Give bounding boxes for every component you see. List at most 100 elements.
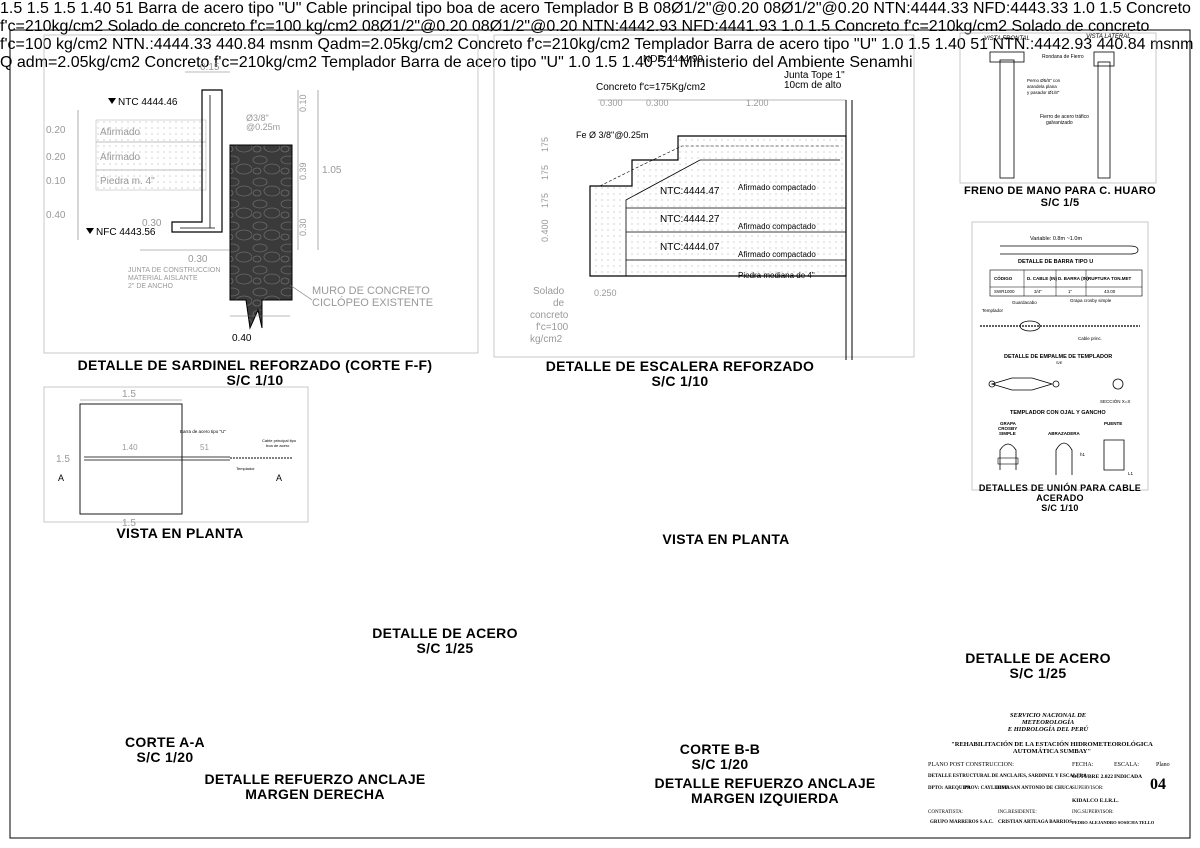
plano-value: DETALLE ESTRUCTURAL DE ANCLAJES, SARDINE…: [928, 774, 1087, 779]
svg-text:Junta Tope 1": Junta Tope 1": [784, 70, 845, 81]
svg-text:0.300: 0.300: [600, 98, 623, 108]
svg-text:Afirmado compactado: Afirmado compactado: [738, 222, 816, 231]
svg-text:Templador: Templador: [236, 466, 255, 471]
svg-text:RUPTURA TON.MET: RUPTURA TON.MET: [1088, 276, 1132, 281]
ing-supervisor-label: ING.SUPERVISOR:: [1072, 810, 1114, 815]
svg-text:Piedra mediana de 4": Piedra mediana de 4": [738, 271, 815, 280]
sardinel-detail: 0.15 0.20 0.20 0.10 0.40 0.30 0.30 0.40 …: [43, 34, 479, 354]
svg-text:Afirmado: Afirmado: [100, 127, 140, 138]
svg-text:1.5: 1.5: [122, 389, 136, 400]
svg-text:Concreto f'c=175Kg/cm2: Concreto f'c=175Kg/cm2: [596, 82, 706, 93]
svg-text:0.300: 0.300: [646, 98, 669, 108]
svg-text:A: A: [58, 473, 64, 483]
svg-text:NTC 4444.46: NTC 4444.46: [118, 97, 178, 108]
svg-text:2" DE ANCHO: 2" DE ANCHO: [128, 283, 173, 290]
svg-text:0.250: 0.250: [594, 288, 617, 298]
svg-text:1.05: 1.05: [322, 165, 342, 176]
fecha-value: OCTUBRE 2.022: [1072, 774, 1113, 780]
svg-text:0.30: 0.30: [188, 254, 208, 265]
svg-text:boa de acero: boa de acero: [266, 443, 290, 448]
planta-a-detail: 1.5 1.5 1.5 1.40 51 Barra de acero tipo …: [43, 386, 309, 529]
svg-text:h1: h1: [1080, 452, 1086, 457]
planta-a-title: VISTA EN PLANTA: [116, 525, 244, 541]
svg-text:@0.25m: @0.25m: [246, 122, 280, 132]
svg-text:SWR1000: SWR1000: [994, 289, 1015, 294]
svg-text:L1: L1: [1128, 471, 1134, 476]
svg-text:3/4": 3/4": [1034, 289, 1042, 294]
svg-text:Cable principal tipo: Cable principal tipo: [262, 438, 297, 443]
residente-value: CRISTIAN ARTEAGA BARRIOS: [998, 820, 1073, 825]
svg-text:D. CABLE (IN): D. CABLE (IN): [1027, 276, 1057, 281]
freno-detail: VISTA FRONTAL VISTA LATERAL Rondana de F…: [959, 32, 1157, 184]
svg-text:Guardacabo: Guardacabo: [1012, 300, 1037, 305]
planta-b-detail: 1.5 1.5 1.5 1.40 51 Barra de acero tipo …: [0, 0, 649, 17]
svg-text:CICLÓPEO EXISTENTE: CICLÓPEO EXISTENTE: [312, 296, 433, 309]
svg-text:175: 175: [540, 165, 550, 180]
svg-text:0.10: 0.10: [298, 94, 308, 112]
svg-text:1.5: 1.5: [122, 518, 136, 529]
svg-text:Cable princ.: Cable princ.: [1078, 336, 1102, 341]
svg-text:1.40: 1.40: [122, 443, 138, 452]
contratista-label: CONTRATISTA:: [928, 810, 964, 815]
project-name: "REHABILITACIÓN DE LA ESTACIÓN HIDROMETE…: [951, 741, 1153, 755]
peru-flag-icon: Ministerio del Ambiente Senamhi: [679, 54, 913, 71]
svg-text:1.200: 1.200: [746, 98, 769, 108]
svg-text:CROSBY: CROSBY: [998, 426, 1017, 431]
svg-text:NTC:4444.47: NTC:4444.47: [660, 186, 720, 197]
svg-text:0.39: 0.39: [298, 162, 308, 180]
svg-text:Fierro de acero tráfico: Fierro de acero tráfico: [1040, 114, 1089, 120]
svg-text:NTC:4444.27: NTC:4444.27: [660, 214, 720, 225]
svg-text:kg/cm2: kg/cm2: [530, 334, 563, 345]
svg-text:175: 175: [540, 137, 550, 152]
svg-text:CÓDIGO: CÓDIGO: [994, 274, 1013, 281]
svg-text:de: de: [553, 298, 565, 309]
plano-number-label: Plano: [1156, 762, 1170, 768]
svg-text:MATERIAL AISLANTE: MATERIAL AISLANTE: [128, 275, 198, 282]
svg-text:43.00: 43.00: [1104, 289, 1116, 294]
svg-text:D. BARRA (IN): D. BARRA (IN): [1058, 276, 1089, 281]
svg-text:galvanizado: galvanizado: [1046, 120, 1073, 126]
svg-text:PUENTE: PUENTE: [1104, 421, 1122, 426]
svg-text:0.20: 0.20: [46, 152, 66, 163]
svg-text:Templador: Templador: [982, 308, 1004, 313]
svg-text:JUNTA DE CONSTRUCCION: JUNTA DE CONSTRUCCION: [128, 267, 220, 274]
svg-text:Solado: Solado: [533, 286, 565, 297]
plano-label: PLANO POST CONSTRUCCION:: [928, 762, 1014, 768]
ing-supervisor-value: PEDRO ALEJANDRO SOSICHA TELLO: [1072, 820, 1155, 825]
dpto-field: DPTO: AREQUIPA: [928, 786, 971, 791]
senamhi-sun-icon: Senamhi: [849, 54, 913, 71]
svg-text:Rondana de Fierro: Rondana de Fierro: [1042, 54, 1084, 60]
svg-text:175: 175: [540, 193, 550, 208]
svg-text:DETALLE DE EMPALME DE TEMPLADO: DETALLE DE EMPALME DE TEMPLADOR: [1004, 354, 1112, 360]
svg-text:1.5: 1.5: [56, 454, 70, 465]
corte-b-detail: NTN.:4442.93 440.84 msnm Q adm=2.05kg/cm…: [0, 36, 1194, 71]
svg-text:SECCIÓN X=X: SECCIÓN X=X: [1100, 398, 1130, 404]
union-detail: Variable: 0.8m ~1.0m DETALLE DE BARRA TI…: [971, 221, 1149, 491]
svg-text:NDP:4444.99: NDP:4444.99: [643, 54, 703, 65]
svg-text:1": 1": [1068, 289, 1073, 294]
svg-text:Afirmado compactado: Afirmado compactado: [738, 183, 816, 192]
svg-text:51: 51: [200, 443, 209, 452]
supervisor-value: KIDALCO E.I.R.L.: [1072, 798, 1119, 804]
svg-text:VISTA FRONTAL: VISTA FRONTAL: [984, 36, 1030, 42]
svg-text:Grapa crosby simple: Grapa crosby simple: [1070, 298, 1112, 303]
svg-text:0.10: 0.10: [46, 176, 66, 187]
svg-text:0.30: 0.30: [142, 218, 162, 229]
svg-text:GRAPA: GRAPA: [1000, 421, 1017, 426]
planta-b-title: VISTA EN PLANTA: [662, 531, 790, 547]
svg-text:Variable: 0.8m ~1.0m: Variable: 0.8m ~1.0m: [1030, 236, 1082, 242]
escalera-detail: NDP:4444.99 Concreto f'c=175Kg/cm2 Junta…: [493, 34, 915, 360]
dist-field: DIST: SAN ANTONIO DE CHUCA: [996, 786, 1073, 791]
svg-text:0.40: 0.40: [232, 333, 252, 344]
escala-label: ESCALA:: [1114, 762, 1140, 768]
svg-text:NFC 4443.56: NFC 4443.56: [96, 227, 156, 238]
svg-text:Afirmado compactado: Afirmado compactado: [738, 250, 816, 259]
